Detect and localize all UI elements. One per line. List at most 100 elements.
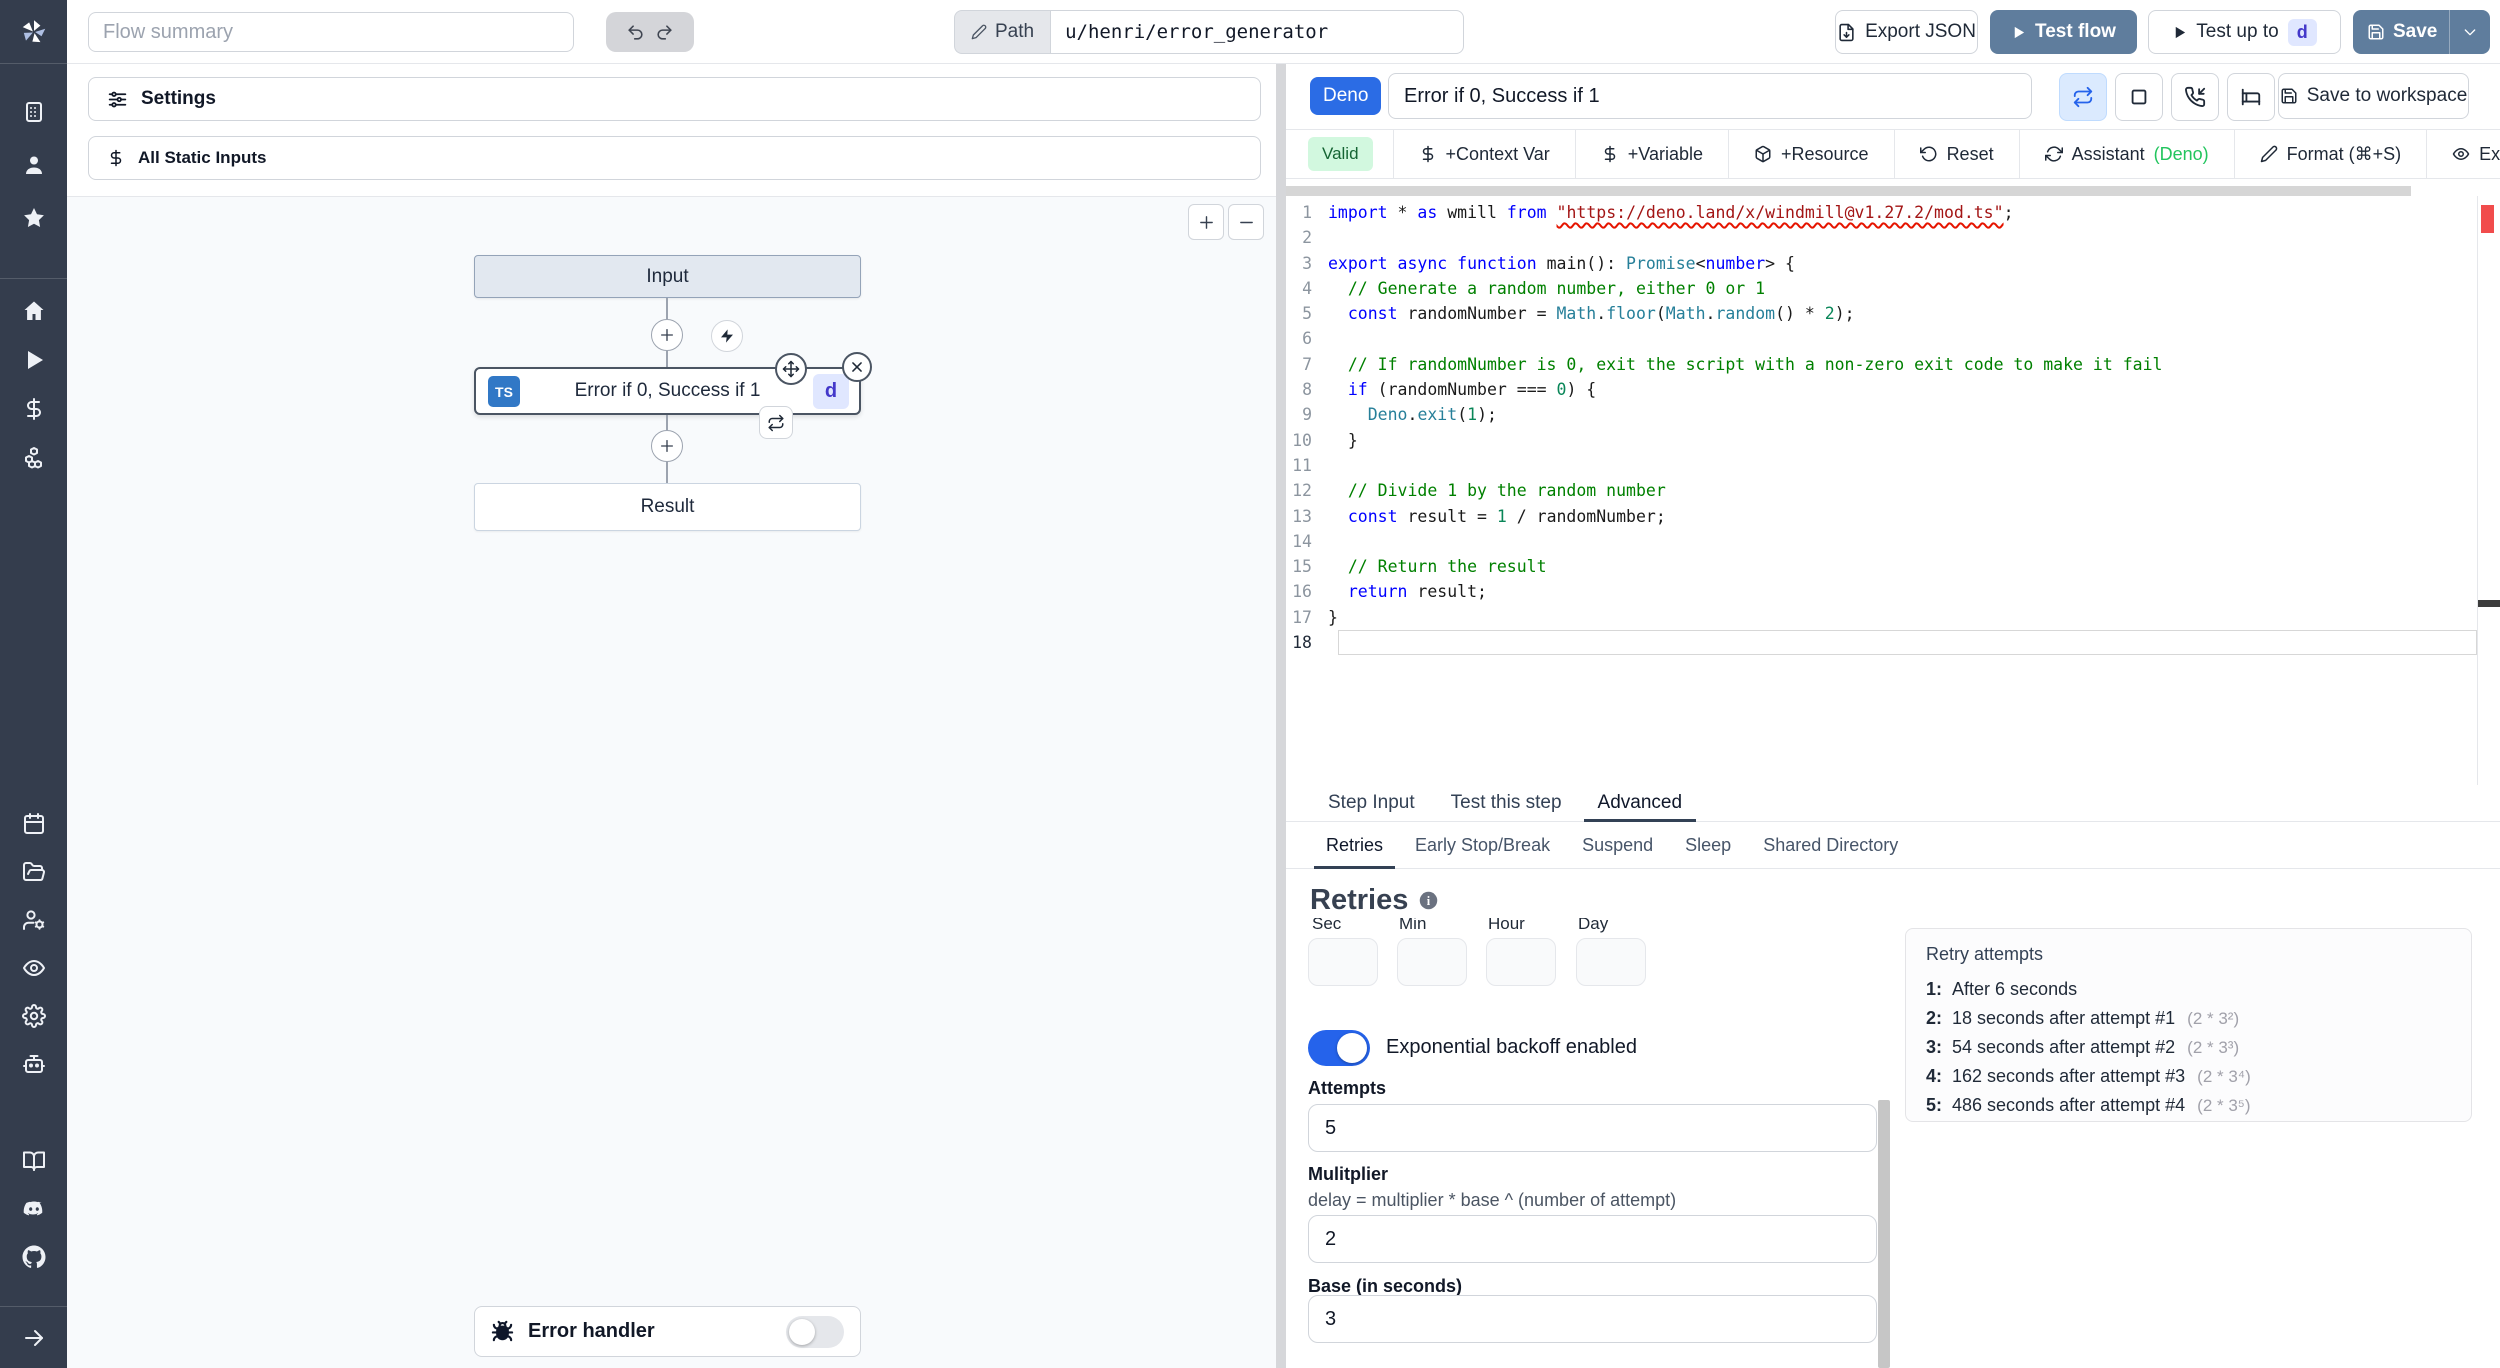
zoom-out-icon <box>1238 214 1255 231</box>
error-handler-row[interactable]: Error handler <box>474 1306 861 1357</box>
edge <box>666 462 668 483</box>
docs-icon[interactable] <box>22 1149 46 1173</box>
info-icon[interactable]: i <box>1418 890 1439 911</box>
retry-attempts-title: Retry attempts <box>1926 944 2044 964</box>
tab-advanced[interactable]: Advanced <box>1580 785 1701 822</box>
attempts-input[interactable] <box>1308 1104 1877 1152</box>
exponential-backoff-toggle[interactable] <box>1308 1030 1370 1066</box>
step-title-input[interactable] <box>1388 73 2032 119</box>
runs-icon[interactable] <box>22 348 46 372</box>
subtab-suspend[interactable]: Suspend <box>1582 834 1654 855</box>
redo-icon[interactable] <box>655 23 674 42</box>
move-step-button[interactable] <box>775 353 807 385</box>
app-sidebar <box>0 0 67 1368</box>
toolbar-explore-other-s-button[interactable]: Explore other s <box>2426 130 2500 178</box>
settings-gear-icon[interactable] <box>21 1004 46 1028</box>
early-stop-button[interactable] <box>2115 73 2163 121</box>
move-icon <box>782 360 800 378</box>
time-input-sec[interactable] <box>1308 938 1378 986</box>
sleep-button[interactable] <box>2227 73 2275 121</box>
resources-icon[interactable] <box>22 446 46 470</box>
svg-text:i: i <box>1427 894 1431 908</box>
undo-redo-group <box>606 12 694 52</box>
path-input[interactable] <box>1050 10 1465 54</box>
toolbar-resource-button[interactable]: +Resource <box>1728 130 1894 178</box>
code-line: 17} <box>1292 607 1338 627</box>
toolbar-assistant-button[interactable]: Assistant(Deno) <box>2018 130 2234 178</box>
trigger-button[interactable] <box>711 320 743 352</box>
error-handler-toggle[interactable] <box>786 1315 844 1348</box>
step-tabs: Step Input Test this step Advanced <box>1286 785 2500 822</box>
step-node[interactable]: TS Error if 0, Success if 1 d <box>474 367 861 415</box>
scrollbar-thumb[interactable] <box>1878 1100 1890 1368</box>
delete-step-button[interactable] <box>842 352 872 382</box>
add-step-button[interactable] <box>651 319 683 351</box>
add-step-button[interactable] <box>651 430 683 462</box>
time-input-min[interactable] <box>1397 938 1467 986</box>
editor-overview-ruler <box>2477 196 2500 785</box>
groups-icon[interactable] <box>22 908 46 932</box>
pane-resize-handle[interactable] <box>1276 64 1286 1368</box>
sleep-bed-icon <box>2240 86 2262 108</box>
subtab-sleep[interactable]: Sleep <box>1685 834 1732 855</box>
canvas-zoom-out-button[interactable] <box>1228 204 1264 240</box>
tab-test-this-step[interactable]: Test this step <box>1450 792 1562 813</box>
save-to-workspace-button[interactable]: Save to workspace <box>2278 73 2469 119</box>
tab-step-input[interactable]: Step Input <box>1328 792 1415 813</box>
flow-graph-canvas[interactable]: Input TS Error if 0, Success if 1 d Resu… <box>67 196 1276 1368</box>
dollar-icon <box>107 149 125 167</box>
multiplier-input[interactable] <box>1308 1215 1877 1263</box>
retry-attempt-row: 3:54 seconds after attempt #2(2 * 3³) <box>1926 1037 2240 1057</box>
toolbar-variable-button[interactable]: +Variable <box>1574 130 1728 178</box>
flow-settings-row[interactable]: Settings <box>88 77 1261 121</box>
all-static-inputs-row[interactable]: All Static Inputs <box>88 136 1261 180</box>
toolbar-format-s-button[interactable]: Format (⌘+S) <box>2233 130 2427 178</box>
save-icon <box>2367 23 2385 41</box>
editor-resize-handle[interactable] <box>1286 186 2411 196</box>
collapse-arrow-icon[interactable] <box>22 1326 46 1350</box>
suspend-button[interactable] <box>2171 73 2219 121</box>
time-input-day[interactable] <box>1576 938 1646 986</box>
building-icon[interactable] <box>22 100 46 124</box>
toolbar-context-var-button[interactable]: +Context Var <box>1392 130 1575 178</box>
toolbar-reset-button[interactable]: Reset <box>1893 130 2019 178</box>
retry-indicator-button[interactable] <box>759 406 793 439</box>
code-line: 16 return result; <box>1292 582 1487 602</box>
retries-toggle-button[interactable] <box>2059 73 2107 121</box>
code-line: 8 if (randomNumber === 0) { <box>1302 380 1597 400</box>
folders-icon[interactable] <box>22 860 46 884</box>
schedules-icon[interactable] <box>22 812 46 836</box>
dollar-icon <box>1601 145 1619 163</box>
flow-summary-input[interactable] <box>88 12 574 52</box>
save-dropdown-button[interactable] <box>2450 10 2490 54</box>
edge <box>666 415 668 430</box>
export-json-button[interactable]: Export JSON <box>1835 10 1978 54</box>
time-input-hour[interactable] <box>1486 938 1556 986</box>
star-icon[interactable] <box>22 206 46 230</box>
subtab-retries[interactable]: Retries <box>1310 822 1399 869</box>
logo-box[interactable] <box>0 0 67 64</box>
save-button[interactable]: Save <box>2353 10 2449 54</box>
discord-icon[interactable] <box>22 1197 46 1221</box>
close-icon <box>850 360 864 374</box>
workers-icon[interactable] <box>22 1052 46 1076</box>
result-node[interactable]: Result <box>474 483 861 531</box>
input-node[interactable]: Input <box>474 255 861 298</box>
test-flow-button[interactable]: Test flow <box>1990 10 2137 54</box>
home-icon[interactable] <box>22 299 46 323</box>
toggle-knob <box>789 1318 815 1345</box>
time-label-hour: Hour <box>1488 918 1525 933</box>
path-group: Path <box>954 10 1465 54</box>
test-up-to-button[interactable]: Test up to d <box>2148 10 2341 54</box>
retries-heading: Retries i <box>1310 884 1439 917</box>
undo-icon[interactable] <box>626 23 645 42</box>
canvas-zoom-in-button[interactable] <box>1188 204 1224 240</box>
github-icon[interactable] <box>22 1245 46 1269</box>
audit-logs-icon[interactable] <box>22 956 46 980</box>
subtab-early-stop-break[interactable]: Early Stop/Break <box>1415 834 1551 855</box>
base-input[interactable] <box>1308 1295 1877 1343</box>
variables-icon[interactable] <box>22 397 46 421</box>
user-icon[interactable] <box>22 153 46 177</box>
subtab-shared-directory[interactable]: Shared Directory <box>1763 834 1899 855</box>
